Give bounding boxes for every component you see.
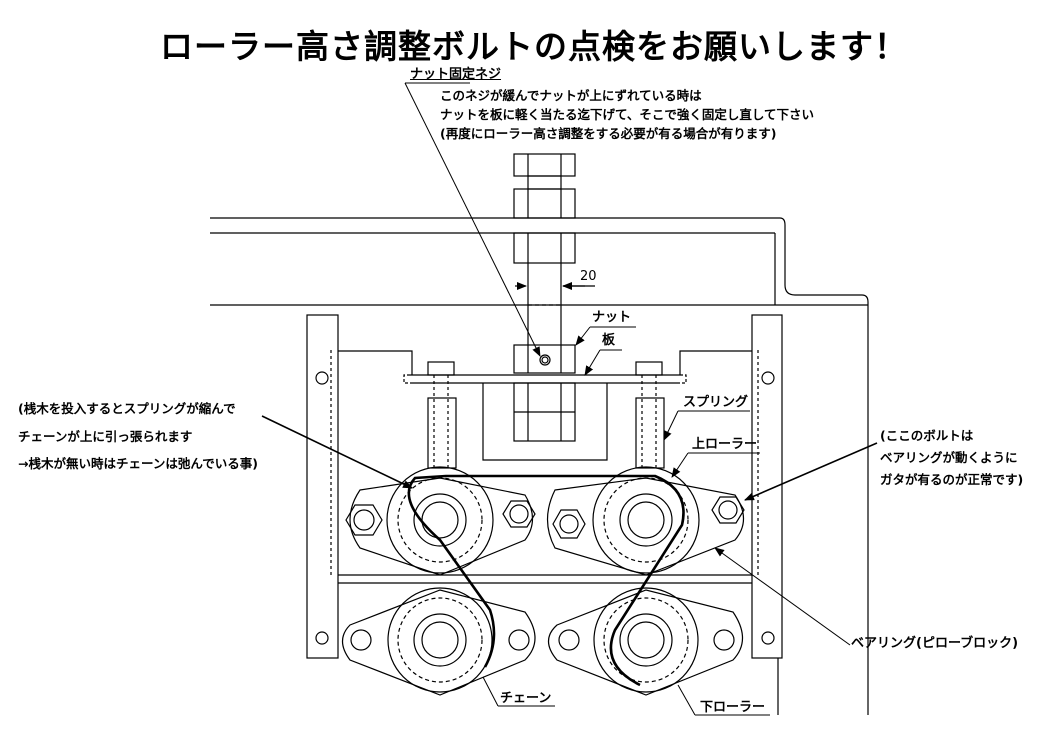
note-right-line-3: ガタが有るのが正常です)	[880, 472, 1024, 487]
adjustment-bolt	[513, 153, 576, 442]
nut	[513, 344, 576, 374]
upper-roller-left	[345, 466, 536, 576]
upper-roller-right	[546, 466, 745, 576]
side-brackets	[306, 314, 783, 715]
top-frame	[210, 217, 869, 715]
note-left-line-1: (桟木を投入するとスプリングが縮んで	[18, 401, 236, 416]
note-nut-line-3: (再度にローラー高さ調整をする必要が有る場合が有ります)	[440, 126, 777, 141]
note-left-line-3: →桟木が無い時はチェーンは弛んでいる事)	[18, 456, 258, 471]
label-nut-fix-screw: ナット固定ネジ	[410, 67, 502, 82]
dimension-label: 20	[580, 269, 597, 284]
page-title: ローラー高さ調整ボルトの点検をお願いします！	[160, 27, 908, 66]
label-lower-roller: 下ローラー	[700, 700, 766, 715]
leader-lines	[261, 82, 878, 716]
note-left-line-2: チェーンが上に引っ張られます	[18, 429, 193, 444]
note-nut-line-2: ナットを板に軽く当たる迄下げて、そこで強く固定し直して下さい	[440, 107, 815, 122]
lower-roller-left	[341, 587, 536, 696]
lower-roller-right	[547, 587, 744, 696]
springs	[427, 361, 665, 469]
plate	[338, 350, 752, 461]
label-chain: チェーン	[500, 691, 552, 706]
note-right-line-2: ベアリングが動くように	[880, 450, 1018, 465]
chain	[407, 474, 685, 687]
label-upper-roller: 上ローラー	[692, 437, 758, 452]
label-plate: 板	[602, 333, 616, 348]
nut-fix-screw	[539, 354, 551, 366]
label-nut: ナット	[592, 310, 632, 325]
note-right-line-1: (ここのボルトは	[880, 428, 974, 443]
note-nut-line-1: このネジが緩んでナットが上にずれている時は	[440, 88, 702, 103]
label-spring: スプリング	[683, 395, 749, 410]
label-bearing: ベアリング(ピローブロック)	[851, 636, 1019, 651]
